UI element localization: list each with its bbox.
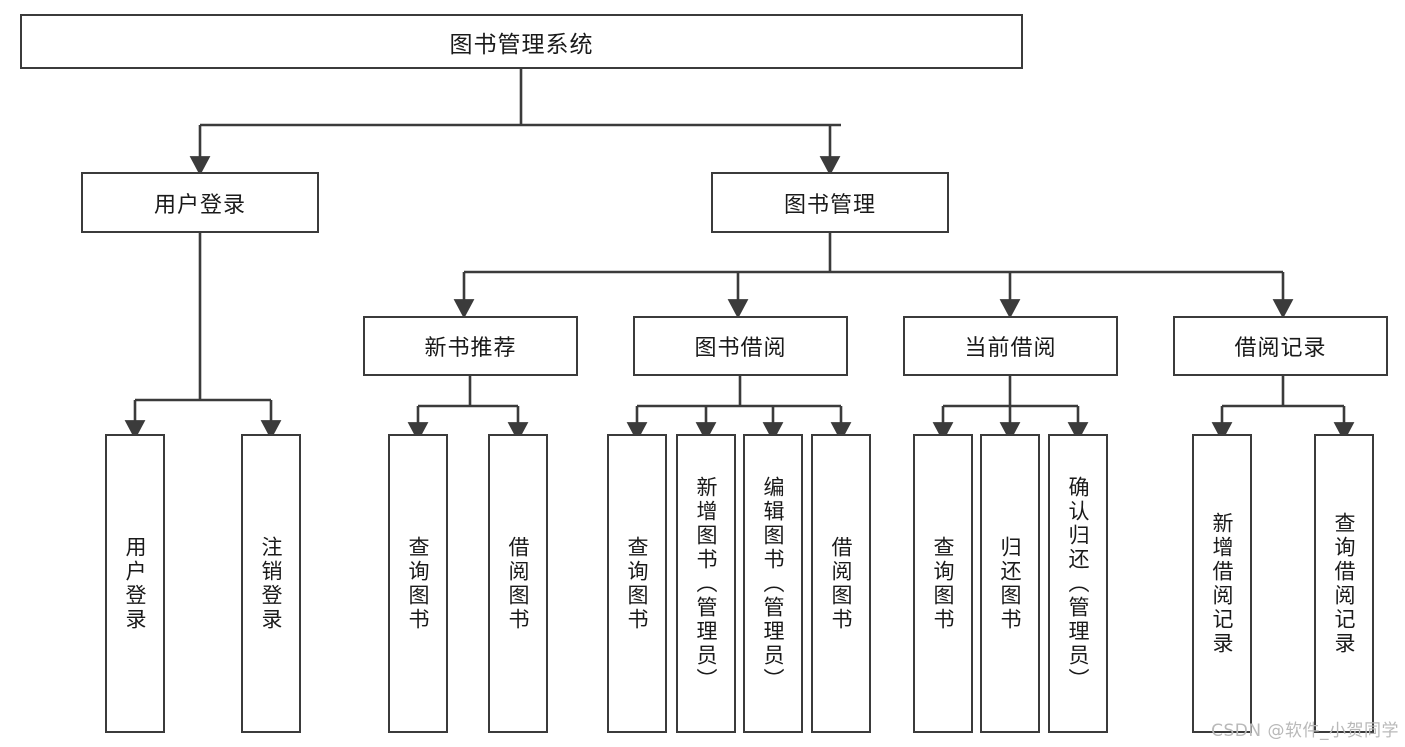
node-label: 归还图书 <box>998 535 1023 632</box>
node-label: 查询图书 <box>625 535 650 632</box>
node-label: 新增图书（管理员） <box>694 475 719 692</box>
leaf-newbook-borrow-book[interactable]: 借阅图书 <box>488 434 548 733</box>
node-label: 用户登录 <box>153 192 246 218</box>
node-label: 查询图书 <box>406 535 431 632</box>
node-label: 新增借阅记录 <box>1210 511 1235 656</box>
node-label: 注销登录 <box>259 535 284 632</box>
node-label: 借阅图书 <box>506 535 531 632</box>
leaf-newbook-query-book[interactable]: 查询图书 <box>388 434 448 733</box>
node-label: 图书借阅 <box>694 336 787 361</box>
node-label: 图书管理系统 <box>449 31 594 58</box>
leaf-currentborrow-return-book[interactable]: 归还图书 <box>980 434 1040 733</box>
leaf-bookborrow-add-book-admin[interactable]: 新增图书（管理员） <box>676 434 736 733</box>
node-label: 编辑图书（管理员） <box>761 475 786 692</box>
node-label: 确认归还（管理员） <box>1066 475 1091 692</box>
leaf-currentborrow-confirm-return-admin[interactable]: 确认归还（管理员） <box>1048 434 1108 733</box>
leaf-bookborrow-query-book[interactable]: 查询图书 <box>607 434 667 733</box>
node-user-login[interactable]: 用户登录 <box>81 172 319 233</box>
leaf-user-login-signin[interactable]: 用户登录 <box>105 434 165 733</box>
node-label: 借阅图书 <box>829 535 854 632</box>
leaf-bookborrow-edit-book-admin[interactable]: 编辑图书（管理员） <box>743 434 803 733</box>
node-book-borrow[interactable]: 图书借阅 <box>633 316 848 376</box>
node-current-borrow[interactable]: 当前借阅 <box>903 316 1118 376</box>
node-label: 图书管理 <box>783 192 876 218</box>
node-label: 新书推荐 <box>424 336 517 361</box>
leaf-user-login-signout[interactable]: 注销登录 <box>241 434 301 733</box>
node-label: 用户登录 <box>123 535 148 632</box>
node-label: 当前借阅 <box>964 336 1057 361</box>
node-label: 查询图书 <box>931 535 956 632</box>
node-root-system[interactable]: 图书管理系统 <box>20 14 1023 69</box>
node-borrow-record[interactable]: 借阅记录 <box>1173 316 1388 376</box>
watermark-text: CSDN @软件_小贺同学 <box>1211 721 1399 741</box>
leaf-borrowrecord-add-record[interactable]: 新增借阅记录 <box>1192 434 1252 733</box>
node-label: 查询借阅记录 <box>1332 511 1357 656</box>
leaf-borrowrecord-query-record[interactable]: 查询借阅记录 <box>1314 434 1374 733</box>
leaf-bookborrow-borrow-book[interactable]: 借阅图书 <box>811 434 871 733</box>
node-new-book-recommend[interactable]: 新书推荐 <box>363 316 578 376</box>
node-label: 借阅记录 <box>1234 336 1327 361</box>
node-book-management[interactable]: 图书管理 <box>711 172 949 233</box>
leaf-currentborrow-query-book[interactable]: 查询图书 <box>913 434 973 733</box>
